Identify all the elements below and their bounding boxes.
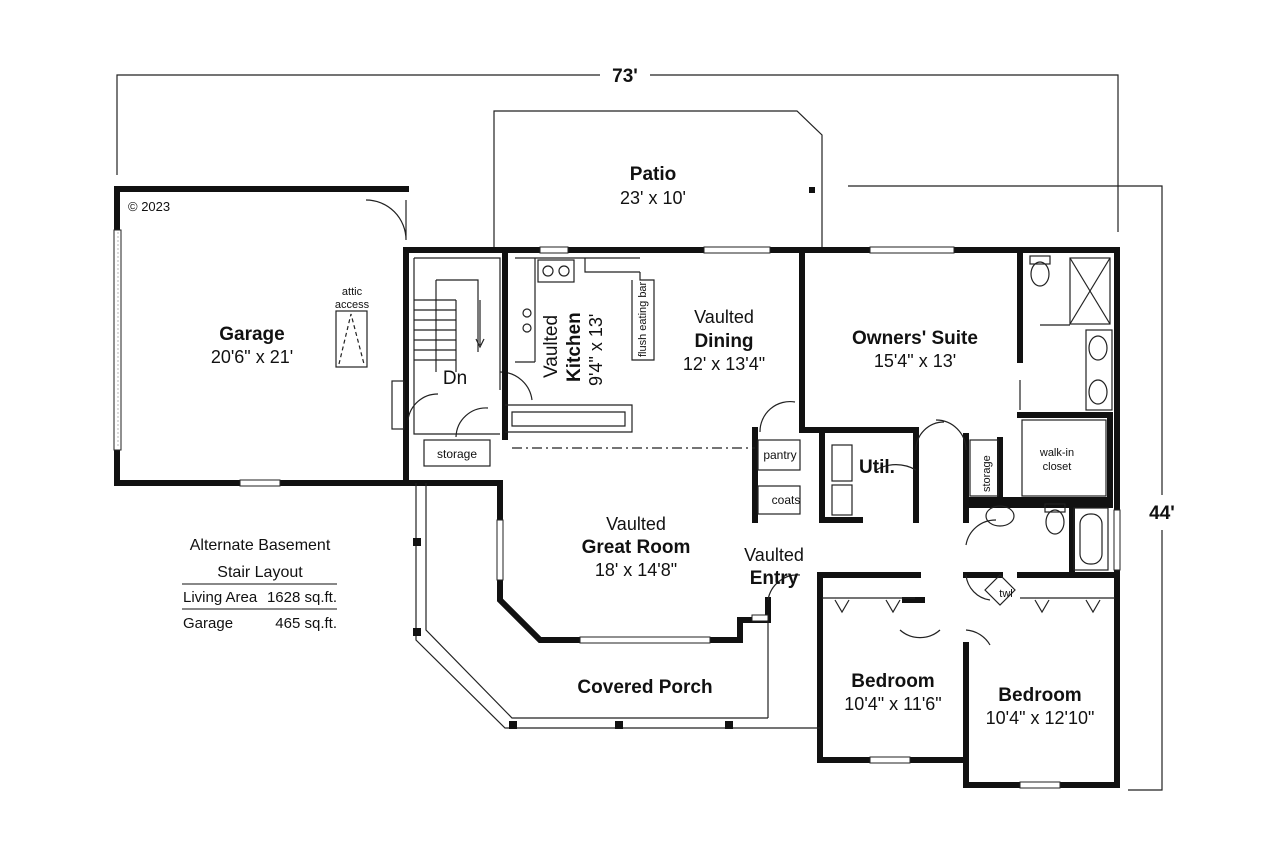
stair-block xyxy=(403,247,543,486)
great-room-prefix: Vaulted xyxy=(606,514,666,534)
dining-prefix: Vaulted xyxy=(694,307,754,327)
kitchen-bar-label: flush eating bar xyxy=(637,281,649,357)
entry-name: Entry xyxy=(750,568,799,589)
pantry-box xyxy=(757,439,801,471)
garage xyxy=(113,186,439,487)
pantry-label: pantry xyxy=(763,448,796,462)
living-area-label: Living Area xyxy=(183,589,258,606)
kitchen-name: Kitchen xyxy=(564,312,585,382)
kitchen-fixtures xyxy=(505,257,755,449)
kitchen-size: 9'4" x 13' xyxy=(586,314,606,386)
dining-name: Dining xyxy=(694,331,753,352)
kitchen-prefix: Vaulted xyxy=(541,315,562,378)
garage-area-label: Garage xyxy=(183,615,233,632)
walkin-closet-box xyxy=(1021,419,1107,497)
entry-prefix: Vaulted xyxy=(744,545,804,565)
attic-label-2: access xyxy=(335,299,370,311)
walkin-label-1: walk-in xyxy=(1039,447,1074,459)
dimension-depth: 44' xyxy=(1149,503,1175,524)
patio-post xyxy=(809,187,815,193)
storage-stair-box xyxy=(423,439,491,467)
dimension-lines xyxy=(116,74,1163,791)
bedroom-right-size: 10'4" x 12'10" xyxy=(986,708,1095,728)
copyright-label: © 2023 xyxy=(128,199,170,214)
stair-down-label: Dn xyxy=(443,368,467,389)
dining-size: 12' x 13'4" xyxy=(683,354,765,374)
owners-suite-name: Owners' Suite xyxy=(852,328,978,349)
twl-label: twl xyxy=(999,588,1012,600)
patio-size: 23' x 10' xyxy=(620,188,686,208)
great-room-size: 18' x 14'8" xyxy=(595,560,677,580)
bedroom-left-name: Bedroom xyxy=(851,671,934,692)
coats-label: coats xyxy=(772,493,801,507)
windows xyxy=(496,246,1121,789)
owners-bath-fixtures xyxy=(1019,255,1113,411)
garage-size: 20'6" x 21' xyxy=(211,347,293,367)
notes-line-1: Alternate Basement xyxy=(190,537,331,554)
bedroom-closets xyxy=(822,574,1115,646)
bedroom-left-size: 10'4" x 11'6" xyxy=(844,694,941,714)
utility-name: Util. xyxy=(859,457,895,478)
attic-label-1: attic xyxy=(342,286,363,298)
notes-line-2: Stair Layout xyxy=(217,564,303,581)
porch-name: Covered Porch xyxy=(577,677,712,698)
storage-stair-label: storage xyxy=(437,447,477,461)
attic-access-hatch xyxy=(335,310,368,368)
area-notes: Alternate Basement Stair Layout Living A… xyxy=(182,537,337,632)
garage-area-value: 465 sq.ft. xyxy=(275,615,337,632)
walkin-label-2: closet xyxy=(1043,461,1072,473)
great-room-name: Great Room xyxy=(582,537,691,558)
storage-hall-box xyxy=(969,439,999,497)
bedroom-right-name: Bedroom xyxy=(998,685,1081,706)
dimension-width: 73' xyxy=(612,66,638,87)
patio-name: Patio xyxy=(630,164,676,185)
hall-bath-fixtures xyxy=(965,503,1109,606)
storage-hall-label: storage xyxy=(981,455,993,492)
coats-box xyxy=(757,485,801,515)
patio-outline xyxy=(493,110,823,248)
covered-porch-outline xyxy=(413,483,820,729)
garage-name: Garage xyxy=(219,324,284,345)
owners-suite-size: 15'4" x 13' xyxy=(874,351,956,371)
living-area-value: 1628 sq.ft. xyxy=(267,589,337,606)
